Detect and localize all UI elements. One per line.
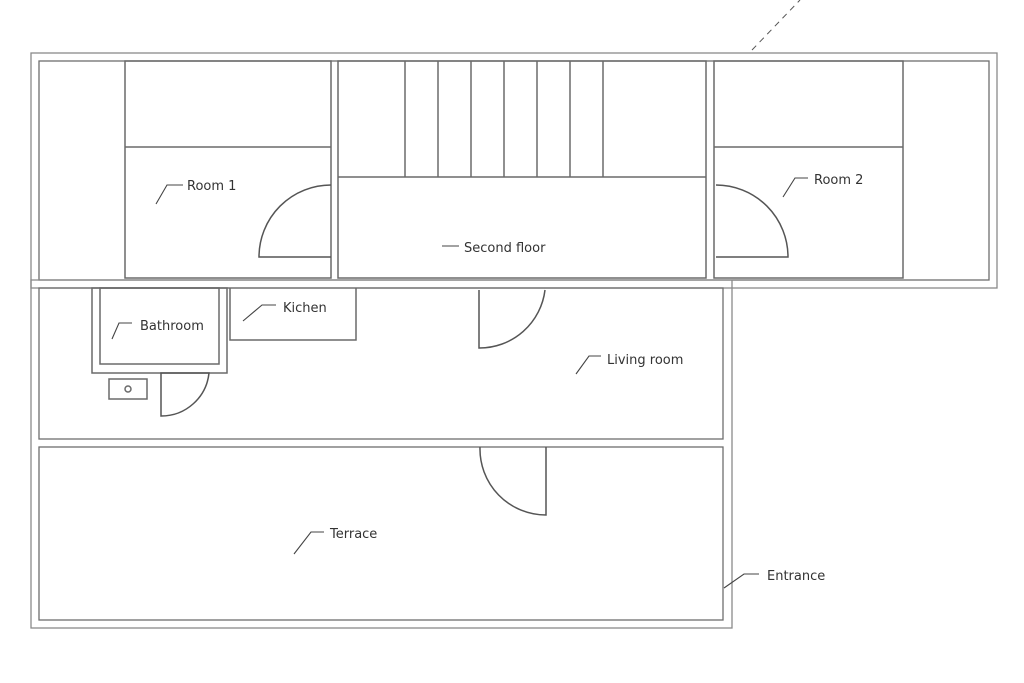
stair-hall: [337, 60, 707, 279]
living-room-label: Living room: [607, 353, 683, 368]
kitchen: [229, 288, 357, 341]
lower-floor-walls: [30, 279, 733, 629]
room-2: [713, 60, 904, 279]
bathroom-door: [160, 372, 210, 417]
dashed-guide-line: [751, 0, 801, 51]
living-room-door: [478, 289, 546, 349]
room-1-label: Room 1: [187, 179, 236, 194]
second-floor-label: Second floor: [464, 241, 546, 256]
sink: [108, 378, 148, 400]
label-arrows: [111, 177, 808, 589]
terrace-door: [479, 446, 547, 516]
kitchen-label: Kichen: [283, 301, 327, 316]
room-1-door: [258, 184, 332, 258]
terrace-label: Terrace: [329, 527, 377, 542]
sink-drain: [124, 385, 132, 393]
room-2-door: [715, 184, 789, 258]
bathroom-label: Bathroom: [140, 319, 204, 334]
room-1: [124, 60, 332, 279]
room-2-label: Room 2: [814, 173, 863, 188]
entrance-label: Entrance: [767, 569, 825, 584]
bathroom: [91, 287, 228, 417]
stair-steps: [404, 61, 604, 177]
